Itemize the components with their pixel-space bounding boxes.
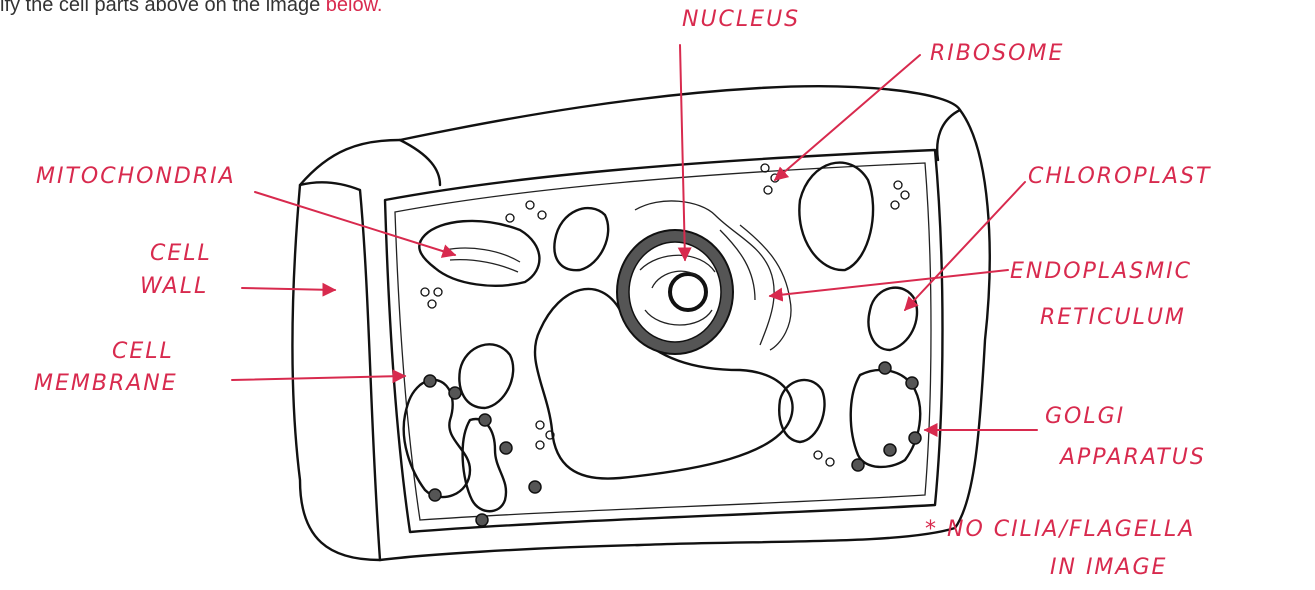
annotation-arrows [232,45,1037,430]
arrow-cell-membrane [232,376,405,380]
label-er-2: RETICULUM [1040,306,1186,330]
label-cell-membrane-1: CELL [112,340,174,364]
chloroplast-shapes [799,163,917,350]
note-line-1: * NO CILIA/FLAGELLA [925,518,1195,542]
arrow-er [770,270,1008,296]
label-chloroplast: CHLOROPLAST [1028,165,1211,189]
label-golgi-1: GOLGI [1045,405,1125,429]
mitochondria-shapes [419,208,824,442]
golgi-shapes [404,362,921,526]
label-cell-wall-1: CELL [150,242,212,266]
label-er-1: ENDOPLASMIC [1010,260,1192,284]
arrow-ribosome [775,55,920,180]
label-cell-wall-2: WALL [140,275,208,299]
note-line-2: IN IMAGE [1050,556,1167,580]
arrow-mitochondria [255,192,455,255]
nucleus-shape [617,230,733,354]
label-mitochondria: MITOCHONDRIA [36,165,236,189]
arrow-cell-wall [242,288,335,290]
label-golgi-2: APPARATUS [1060,446,1206,470]
arrow-nucleus [680,45,685,260]
arrow-chloroplast [905,182,1025,310]
label-cell-membrane-2: MEMBRANE [34,372,178,396]
label-nucleus: NUCLEUS [682,8,800,32]
label-ribosome: RIBOSOME [930,42,1064,66]
